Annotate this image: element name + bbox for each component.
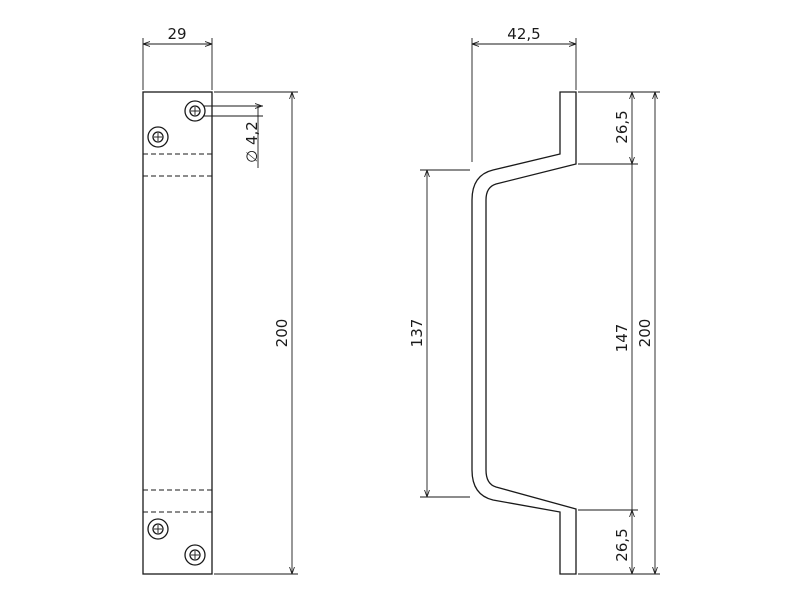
- grip-length-label: 137: [408, 319, 426, 348]
- grip-length-dimension: 137: [408, 169, 470, 498]
- screw-hole-top-right: [184, 100, 206, 122]
- screw-hole-bottom-left: [147, 518, 169, 540]
- width-dimension: 29: [142, 25, 213, 90]
- top-foot-dimension: 26,5: [578, 91, 660, 165]
- front-height-label: 200: [273, 319, 291, 348]
- hole-diameter-dimension: ∅ 4,2: [204, 106, 263, 168]
- hole-diameter-label: ∅ 4,2: [243, 121, 261, 163]
- screw-hole-top-left: [147, 126, 169, 148]
- front-height-dimension: 200: [214, 91, 298, 575]
- side-height-dimension: 200: [636, 92, 655, 574]
- front-view-outline: [142, 91, 213, 575]
- side-height-label: 200: [636, 319, 654, 348]
- bottom-foot-label: 26,5: [613, 528, 631, 561]
- inner-length-dimension: 147: [613, 164, 633, 510]
- depth-dimension-label: 42,5: [507, 25, 540, 43]
- screw-hole-bottom-right: [184, 544, 206, 566]
- front-view: 29 ∅ 4,2 200: [142, 25, 298, 575]
- side-view: 42,5 137 26,5 26,5 147: [408, 25, 660, 575]
- handle-profile: [471, 91, 577, 575]
- inner-length-label: 147: [613, 324, 631, 353]
- depth-dimension: 42,5: [471, 25, 577, 162]
- width-dimension-label: 29: [167, 25, 186, 43]
- top-foot-label: 26,5: [613, 110, 631, 143]
- bottom-foot-dimension: 26,5: [578, 509, 660, 575]
